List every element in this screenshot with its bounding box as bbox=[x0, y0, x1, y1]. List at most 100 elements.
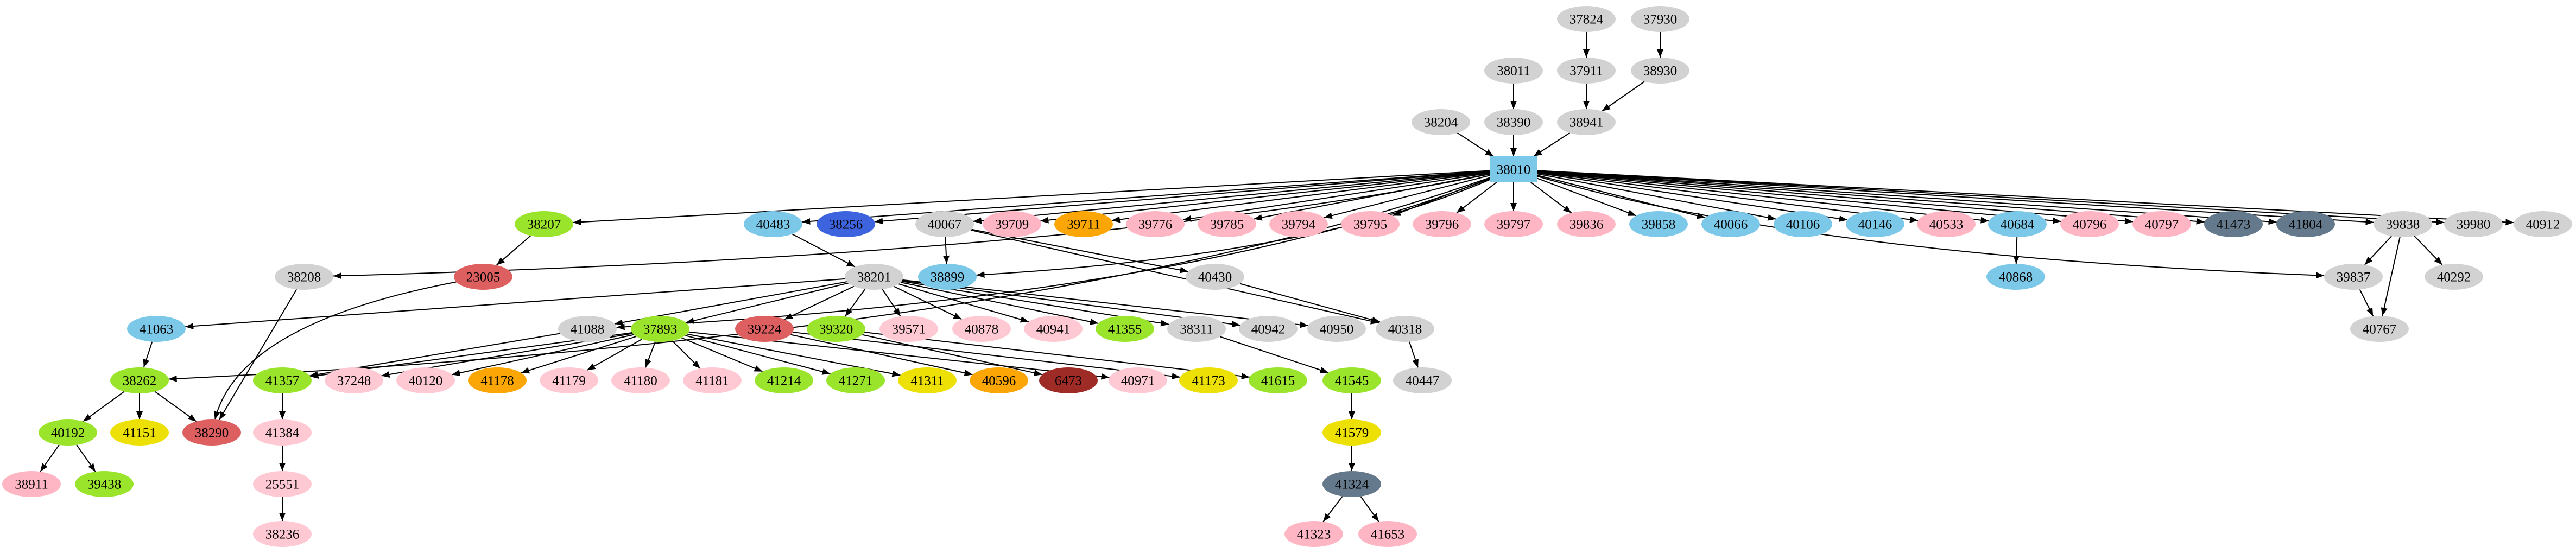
node-shape-41179 bbox=[540, 367, 598, 393]
edge-39837-40767 bbox=[2359, 289, 2374, 317]
node-41804: 41804 bbox=[2276, 211, 2335, 237]
node-label-40533: 40533 bbox=[1929, 218, 1964, 232]
edge-38010-39796 bbox=[1456, 182, 1497, 214]
edge-38201-40878 bbox=[894, 285, 962, 320]
edge-41324-41653 bbox=[1360, 496, 1379, 522]
edge-38201-39320 bbox=[844, 289, 866, 317]
node-shape-40192 bbox=[39, 419, 97, 446]
node-shape-38256 bbox=[817, 211, 875, 237]
node-label-38262: 38262 bbox=[123, 374, 157, 389]
edge-38201-40950 bbox=[902, 279, 1308, 328]
node-40941: 40941 bbox=[1024, 316, 1083, 342]
edge-38207-23005 bbox=[496, 235, 531, 266]
node-label-41615: 41615 bbox=[1261, 374, 1295, 389]
node-label-39794: 39794 bbox=[1282, 218, 1316, 232]
node-40596: 40596 bbox=[970, 367, 1028, 393]
node-label-41357: 41357 bbox=[265, 374, 300, 389]
node-38010: 38010 bbox=[1490, 156, 1537, 182]
node-40796: 40796 bbox=[2060, 211, 2119, 237]
node-label-39796: 39796 bbox=[1425, 218, 1459, 232]
edge-40483-38201 bbox=[792, 233, 856, 268]
node-label-41181: 41181 bbox=[695, 374, 729, 389]
node-shape-38208 bbox=[275, 264, 333, 290]
node-label-38201: 38201 bbox=[857, 270, 891, 285]
node-label-41355: 41355 bbox=[1108, 322, 1142, 337]
node-shape-39224 bbox=[735, 316, 794, 342]
node-shape-39838 bbox=[2374, 211, 2432, 237]
node-39776: 39776 bbox=[1126, 211, 1185, 237]
node-shape-38930 bbox=[1631, 58, 1689, 84]
node-shape-38911 bbox=[2, 471, 61, 497]
node-39858: 39858 bbox=[1629, 211, 1688, 237]
node-40533: 40533 bbox=[1917, 211, 1976, 237]
node-41355: 41355 bbox=[1096, 316, 1154, 342]
node-shape-41323 bbox=[1284, 521, 1343, 547]
node-39785: 39785 bbox=[1198, 211, 1256, 237]
edge-37893-41179 bbox=[586, 338, 643, 371]
node-label-37248: 37248 bbox=[337, 374, 371, 389]
node-shape-40067 bbox=[915, 211, 974, 237]
node-39711: 39711 bbox=[1054, 211, 1113, 237]
node-shape-38899 bbox=[918, 264, 977, 290]
node-shape-23005 bbox=[454, 264, 512, 290]
node-39838: 39838 bbox=[2374, 211, 2432, 237]
node-39224: 39224 bbox=[735, 316, 794, 342]
node-shape-41357 bbox=[253, 367, 312, 393]
node-shape-38010 bbox=[1490, 156, 1537, 182]
node-label-39776: 39776 bbox=[1138, 218, 1173, 232]
node-shape-38262 bbox=[110, 367, 169, 393]
node-39797: 39797 bbox=[1484, 211, 1543, 237]
node-37824: 37824 bbox=[1557, 6, 1616, 32]
node-41324: 41324 bbox=[1322, 471, 1381, 497]
edge-37893-41214 bbox=[681, 337, 763, 372]
node-shape-41088 bbox=[558, 316, 617, 342]
node-label-41271: 41271 bbox=[839, 374, 873, 389]
node-38311: 38311 bbox=[1167, 316, 1226, 342]
node-39438: 39438 bbox=[75, 471, 134, 497]
edge-38010-39858 bbox=[1537, 177, 1637, 217]
node-41088: 41088 bbox=[558, 316, 617, 342]
edge-38010-38208 bbox=[333, 173, 1490, 279]
node-39796: 39796 bbox=[1413, 211, 1471, 237]
node-41179: 41179 bbox=[540, 367, 598, 393]
node-40950: 40950 bbox=[1307, 316, 1366, 342]
edge-39838-39837 bbox=[2364, 236, 2392, 265]
edge-38010-39709 bbox=[1040, 171, 1490, 224]
node-shape-6473 bbox=[1039, 367, 1098, 393]
edge-38010-38207 bbox=[573, 170, 1490, 226]
node-label-39838: 39838 bbox=[2386, 218, 2420, 232]
edge-40067-38899 bbox=[942, 237, 950, 264]
node-label-41324: 41324 bbox=[1335, 478, 1369, 492]
node-shape-41151 bbox=[110, 419, 169, 446]
node-label-41178: 41178 bbox=[480, 374, 514, 389]
node-37930: 37930 bbox=[1631, 6, 1689, 32]
node-40430: 40430 bbox=[1186, 264, 1244, 290]
node-40868: 40868 bbox=[1986, 264, 2045, 290]
node-shape-41384 bbox=[253, 419, 312, 446]
node-shape-40596 bbox=[970, 367, 1028, 393]
node-shape-37911 bbox=[1557, 58, 1616, 84]
node-label-40796: 40796 bbox=[2073, 218, 2107, 232]
node-label-40596: 40596 bbox=[982, 374, 1016, 389]
node-38256: 38256 bbox=[817, 211, 875, 237]
node-shape-41473 bbox=[2204, 211, 2263, 237]
node-shape-39794 bbox=[1269, 211, 1328, 237]
edge-38930-38941 bbox=[1602, 81, 1645, 112]
node-label-41088: 41088 bbox=[571, 322, 605, 337]
node-label-38390: 38390 bbox=[1497, 116, 1531, 130]
node-41178: 41178 bbox=[468, 367, 527, 393]
node-label-38236: 38236 bbox=[265, 527, 300, 542]
edge-37893-40120 bbox=[452, 334, 634, 376]
node-38899: 38899 bbox=[918, 264, 977, 290]
node-shape-41271 bbox=[826, 367, 885, 393]
edge-38204-38010 bbox=[1457, 132, 1494, 157]
edge-38010-39837 bbox=[1537, 175, 2325, 279]
edge-38010-39711 bbox=[1111, 171, 1490, 223]
node-shape-39797 bbox=[1484, 211, 1543, 237]
node-shape-38011 bbox=[1484, 58, 1543, 84]
node-shape-38201 bbox=[845, 264, 903, 290]
node-25551: 25551 bbox=[253, 471, 312, 497]
edge-38010-40797 bbox=[1537, 170, 2134, 225]
node-38208: 38208 bbox=[275, 264, 333, 290]
